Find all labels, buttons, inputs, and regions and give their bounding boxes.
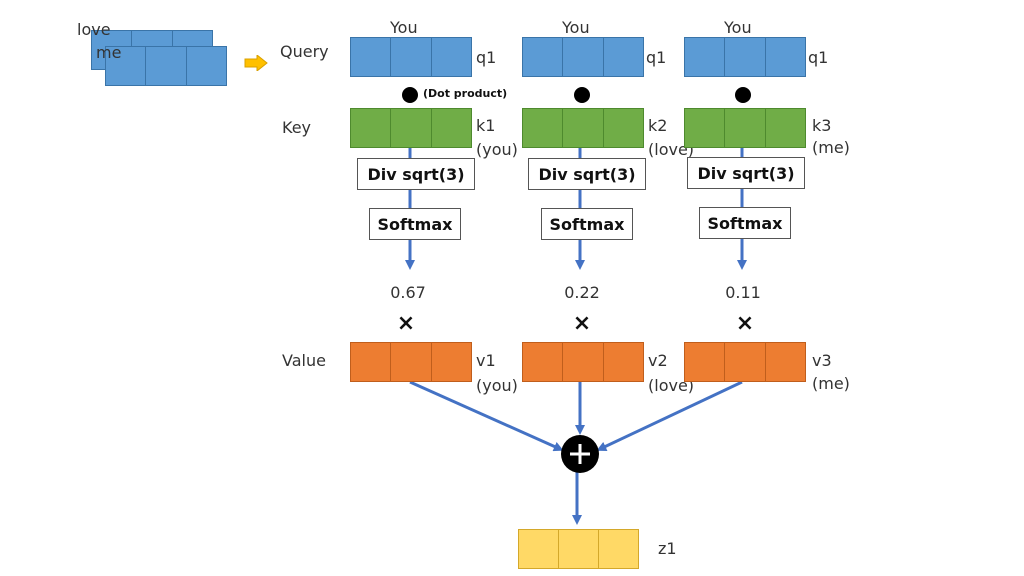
value-row-label: Value <box>282 351 326 370</box>
key-row-label: Key <box>282 118 312 137</box>
key-name-1: k1 <box>476 116 496 135</box>
input-vector-me <box>105 46 227 86</box>
key-word-1: (you) <box>476 140 518 159</box>
dot-product-label: (Dot product) <box>423 87 508 100</box>
output-vector-z1 <box>518 529 639 569</box>
div-sqrt-box-2: Div sqrt(3) <box>528 158 646 190</box>
query-row-label: Query <box>280 42 329 61</box>
score-1: 0.67 <box>390 283 426 302</box>
multiply-icon-3: × <box>735 311 755 336</box>
value-vector-1 <box>350 342 472 382</box>
value-vector-3 <box>684 342 806 382</box>
value-name-1: v1 <box>476 351 496 370</box>
score-2: 0.22 <box>564 283 600 302</box>
query-vector-2 <box>522 37 644 77</box>
query-word-3: You <box>724 18 752 37</box>
key-vector-3 <box>684 108 806 148</box>
softmax-box-3: Softmax <box>699 207 791 239</box>
key-vector-2 <box>522 108 644 148</box>
input-word-love: love <box>77 20 111 39</box>
value-word-3: (me) <box>812 374 850 393</box>
value-name-3: v3 <box>812 351 832 370</box>
dot-product-icon-3 <box>735 87 751 103</box>
score-3: 0.11 <box>725 283 761 302</box>
value-vector-2 <box>522 342 644 382</box>
softmax-box-2: Softmax <box>541 208 633 240</box>
value-name-2: v2 <box>648 351 668 370</box>
query-name-2: q1 <box>646 48 667 67</box>
multiply-icon-2: × <box>572 311 592 336</box>
key-name-3: k3 <box>812 116 832 135</box>
sum-arrow-1 <box>409 380 564 452</box>
key-word-2: (love) <box>648 140 695 159</box>
dot-product-icon-1 <box>402 87 418 103</box>
right-arrow-icon <box>244 55 268 71</box>
value-word-1: (you) <box>476 376 518 395</box>
softmax-box-1: Softmax <box>369 208 461 240</box>
sum-arrow-3 <box>596 380 743 451</box>
query-word-1: You <box>390 18 418 37</box>
dot-product-icon-2 <box>574 87 590 103</box>
output-name: z1 <box>658 539 677 558</box>
query-vector-3 <box>684 37 806 77</box>
query-name-3: q1 <box>808 48 829 67</box>
div-sqrt-box-3: Div sqrt(3) <box>687 157 805 189</box>
multiply-icon-1: × <box>396 311 416 336</box>
key-vector-1 <box>350 108 472 148</box>
key-word-3: (me) <box>812 138 850 157</box>
input-word-me: me <box>96 43 122 62</box>
query-name-1: q1 <box>476 48 497 67</box>
query-vector-1 <box>350 37 472 77</box>
plus-circle-icon <box>561 435 599 473</box>
query-word-2: You <box>562 18 590 37</box>
value-word-2: (love) <box>648 376 695 395</box>
key-name-2: k2 <box>648 116 668 135</box>
div-sqrt-box-1: Div sqrt(3) <box>357 158 475 190</box>
